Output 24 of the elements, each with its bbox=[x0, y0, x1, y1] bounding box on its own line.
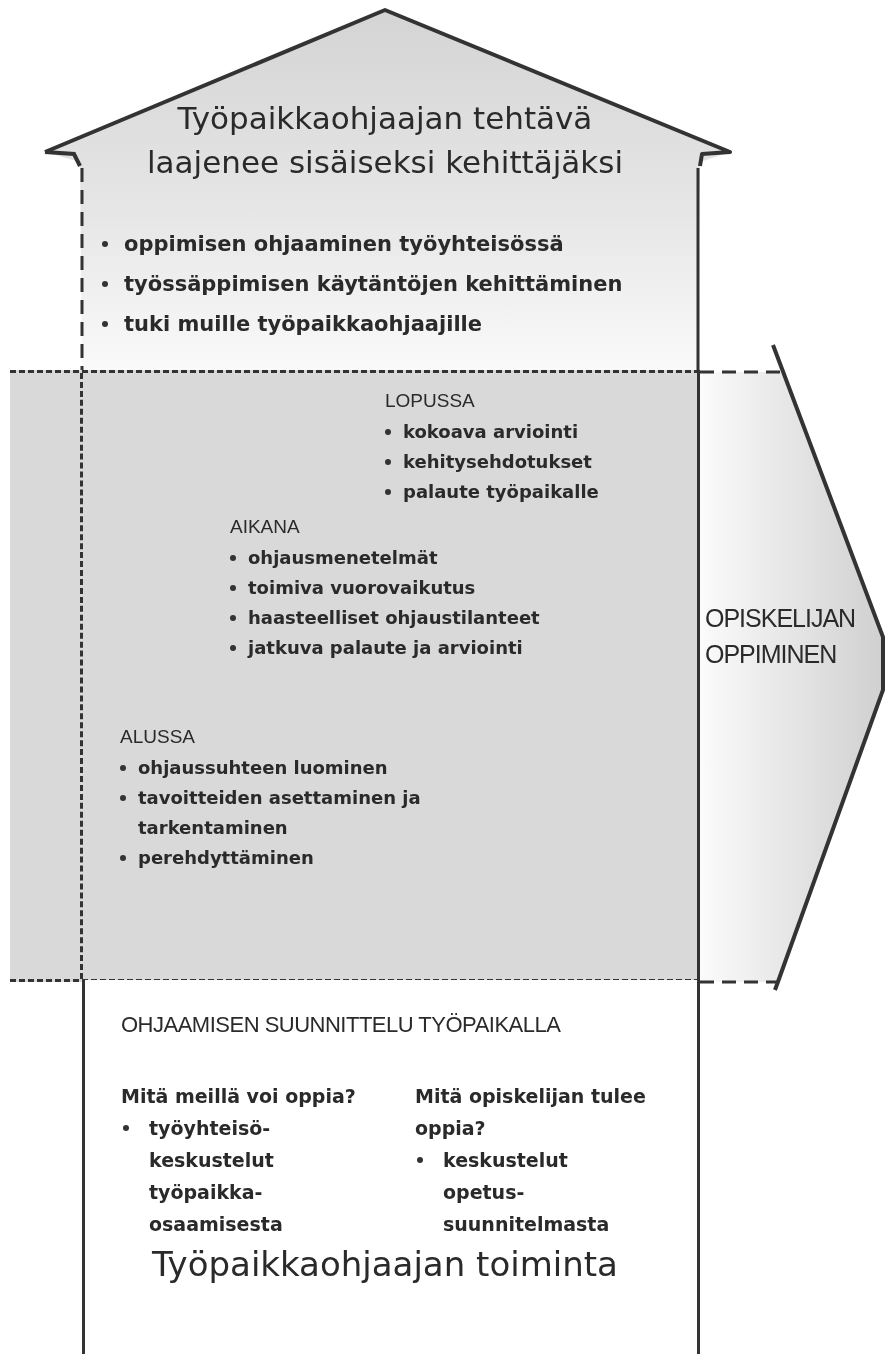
bullet-text: toimiva vuorovaikutus bbox=[248, 576, 476, 600]
question-text: Mitä meillä voi oppia? bbox=[121, 1084, 357, 1109]
bullet-text: haasteelliset ohjaustilanteet bbox=[248, 606, 540, 630]
foundation-title: Työpaikkaohjaajan toiminta bbox=[151, 1243, 619, 1286]
foundation-section bbox=[82, 980, 700, 1354]
bullet-text: oppimisen ohjaaminen työyhteisössä bbox=[124, 231, 564, 258]
bullet-text: ohjaussuhteen luominen bbox=[138, 756, 388, 780]
bullet-text: perehdyttäminen bbox=[138, 846, 314, 870]
phase-band bbox=[10, 370, 700, 982]
bullet-text: palaute työpaikalle bbox=[403, 480, 599, 504]
bullet-text: kehitysehdotukset bbox=[403, 450, 592, 474]
phase-heading: ALUSSA bbox=[120, 725, 196, 749]
bullet-text: keskustelut opetus-suunnitelmasta bbox=[443, 1148, 611, 1237]
bullet-text: työyhteisö-keskustelut työpaikka-osaamisesta bbox=[149, 1116, 284, 1237]
bullet-text: tuki muille työpaikkaohjaajille bbox=[124, 311, 483, 338]
phase-heading: AIKANA bbox=[230, 515, 301, 539]
section-heading: OHJAAMISEN SUUNNITTELU TYÖPAIKALLA bbox=[121, 1011, 562, 1039]
bullet-text: kokoava arviointi bbox=[403, 420, 579, 444]
question-text: Mitä opiskelijan tulee oppia? bbox=[415, 1084, 647, 1141]
bullet-text: jatkuva palaute ja arviointi bbox=[248, 636, 523, 660]
phase-heading: LOPUSSA bbox=[385, 389, 476, 413]
bullet-text: työssäppimisen käytäntöjen kehittäminen bbox=[124, 271, 623, 298]
bullet-text: ohjausmenetelmät bbox=[248, 546, 438, 570]
house-title: Työpaikkaohjaajan tehtävä laajenee sisäiseksi kehittäjäksi bbox=[145, 99, 625, 182]
